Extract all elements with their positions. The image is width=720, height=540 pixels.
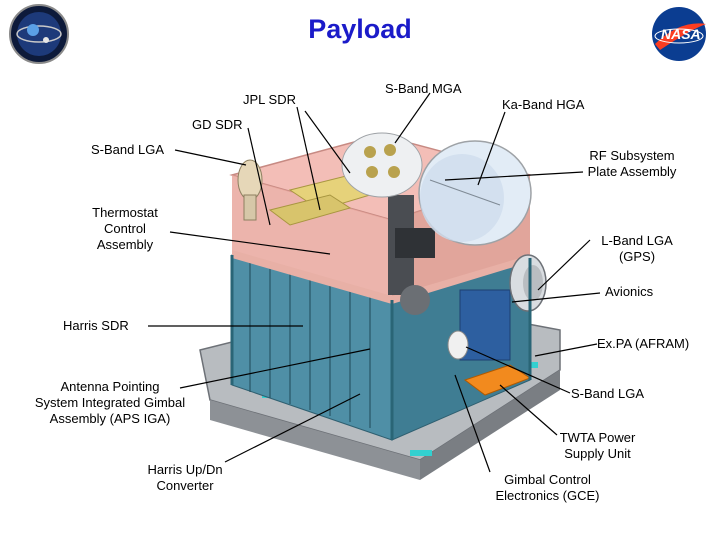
payload-illustration — [199, 132, 561, 480]
label-harris-sdr: Harris SDR — [63, 318, 129, 333]
nasa-logo — [652, 7, 706, 61]
label-s-band-lga-bottom: S-Band LGA — [571, 386, 644, 401]
label-harris-updn: Harris Up/Dn Converter — [147, 462, 223, 493]
page-title: Payload — [308, 14, 412, 44]
label-thermostat: Thermostat Control Assembly — [92, 205, 158, 252]
label-s-band-mga: S-Band MGA — [385, 81, 462, 96]
label-avionics: Avionics — [605, 284, 654, 299]
label-jpl-sdr: JPL SDR — [243, 92, 296, 107]
leader-lines — [148, 92, 601, 473]
label-aps-iga: Antenna Pointing System Integrated Gimba… — [34, 379, 186, 426]
mission-logo — [9, 4, 69, 64]
label-twta: TWTA Power Supply Unit — [559, 430, 636, 461]
label-rf-subsystem: RF Subsystem Plate Assembly — [587, 148, 677, 179]
nasa-wordmark: NASA — [661, 26, 701, 42]
label-gce: Gimbal Control Electronics (GCE) — [495, 472, 600, 503]
label-gd-sdr: GD SDR — [192, 117, 243, 132]
label-ka-band-hga: Ka-Band HGA — [502, 97, 585, 112]
label-l-band-lga: L-Band LGA (GPS) — [601, 233, 673, 264]
label-s-band-lga-top: S-Band LGA — [91, 142, 164, 157]
label-expa: Ex.PA (AFRAM) — [597, 336, 690, 351]
